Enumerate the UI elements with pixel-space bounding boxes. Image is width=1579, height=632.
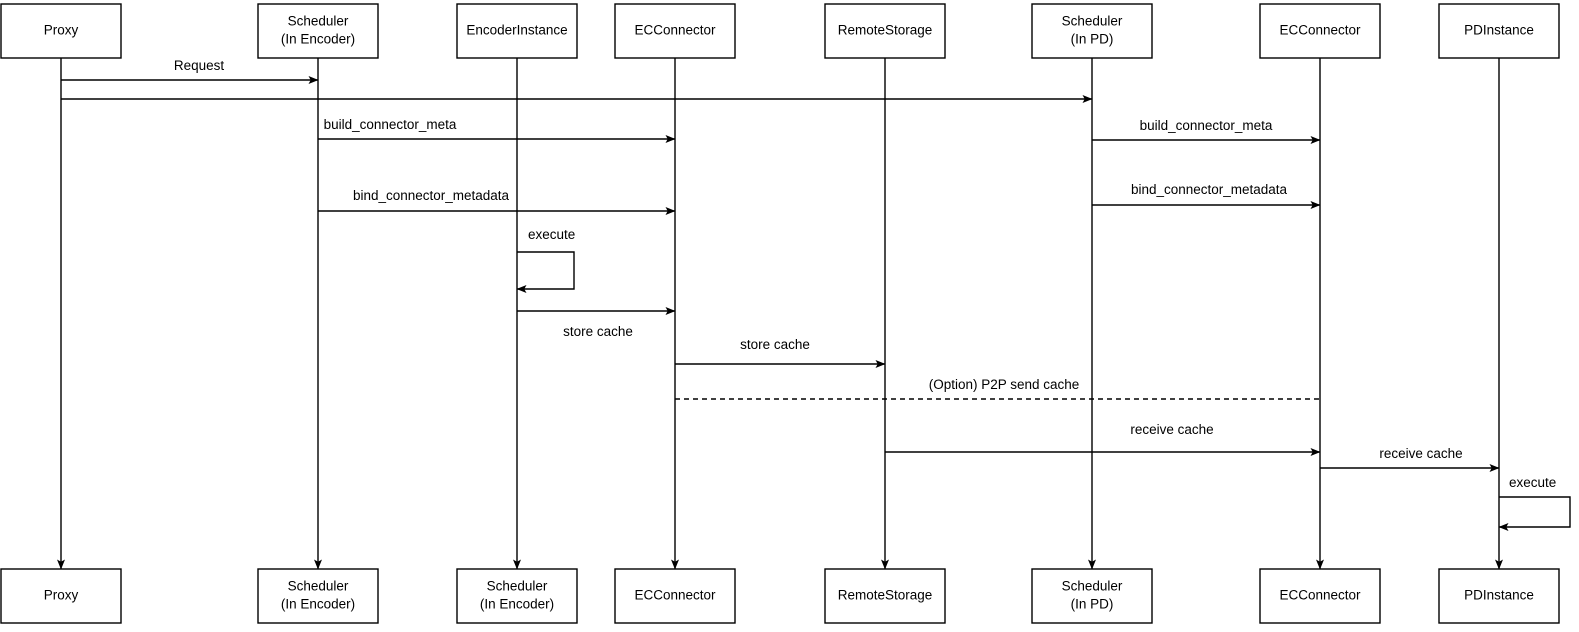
header-label-remotestore: RemoteStorage [838,23,933,38]
footer-box-rect-ecconn_pd [1259,568,1381,624]
messages-group: Request build_connector_meta build_connect… [61,58,1500,472]
message-m5: bind_connector_metadata [318,188,676,215]
message-m8: store cache [675,337,886,368]
footer-box-enc_inst: Scheduler (In Encoder) [456,568,578,624]
self-message-label-s1: execute [528,227,575,242]
message-label-m4: build_connector_meta [1140,118,1273,133]
footer-box-rect-pd_inst [1438,568,1560,624]
self-message-label-s2: execute [1509,475,1556,490]
footer-label-sched_pd: Scheduler [1062,579,1123,594]
footer-label-proxy: Proxy [44,588,79,603]
header-label-pd_inst: PDInstance [1464,23,1534,38]
header-box-enc_inst: EncoderInstance [456,3,578,59]
header-box-pd_inst: PDInstance [1438,3,1560,59]
header-sublabel-sched_pd: (In PD) [1071,32,1114,47]
message-m6: bind_connector_metadata [1092,182,1321,209]
footer-label-enc_inst: Scheduler [487,579,548,594]
header-boxes-group: Proxy Scheduler (In Encoder) EncoderInstanc… [0,3,1560,59]
self-messages-group: execute execute [516,227,1571,531]
self-message-s2: execute [1498,475,1571,531]
footer-sublabel-enc_inst: (In Encoder) [480,597,554,612]
message-label-m1: Request [174,58,225,73]
header-box-ecconn_pd: ECConnector [1259,3,1381,59]
header-box-rect-enc_inst [456,3,578,59]
header-label-proxy: Proxy [44,23,79,38]
header-box-sched_pd: Scheduler (In PD) [1031,3,1153,59]
footer-label-ecconn_enc: ECConnector [634,588,716,603]
message-label-m11: receive cache [1379,446,1462,461]
header-box-ecconn_enc: ECConnector [614,3,736,59]
message-m7: store cache [517,307,676,339]
footer-box-rect-sched_pd [1031,568,1153,624]
header-label-ecconn_enc: ECConnector [634,23,716,38]
header-box-rect-ecconn_enc [614,3,736,59]
message-label-m7: store cache [563,324,633,339]
footer-label-pd_inst: PDInstance [1464,588,1534,603]
footer-box-ecconn_pd: ECConnector [1259,568,1381,624]
header-box-rect-ecconn_pd [1259,3,1381,59]
message-m3: build_connector_meta [318,117,676,143]
message-label-m6: bind_connector_metadata [1131,182,1288,197]
header-box-sched_enc: Scheduler (In Encoder) [257,3,379,59]
header-label-sched_enc: Scheduler [288,14,349,29]
self-message-s1: execute [516,227,575,293]
footer-box-rect-ecconn_enc [614,568,736,624]
footer-box-rect-proxy [0,568,122,624]
footer-label-remotestore: RemoteStorage [838,588,933,603]
header-box-proxy: Proxy [0,3,122,59]
message-m10: receive cache [885,422,1321,456]
footer-box-pd_inst: PDInstance [1438,568,1560,624]
message-label-m5: bind_connector_metadata [353,188,510,203]
header-box-rect-remotestore [824,3,946,59]
footer-box-rect-enc_inst [456,568,578,624]
footer-box-sched_enc: Scheduler (In Encoder) [257,568,379,624]
footer-box-rect-sched_enc [257,568,379,624]
header-label-ecconn_pd: ECConnector [1279,23,1361,38]
header-label-enc_inst: EncoderInstance [466,23,567,38]
message-m1: Request [61,58,319,84]
message-m4: build_connector_meta [1092,118,1321,144]
header-box-rect-proxy [0,3,122,59]
header-box-remotestore: RemoteStorage [824,3,946,59]
footer-label-ecconn_pd: ECConnector [1279,588,1361,603]
footer-box-sched_pd: Scheduler (In PD) [1031,568,1153,624]
footer-box-proxy: Proxy [0,568,122,624]
footer-boxes-group: Proxy Scheduler (In Encoder) Scheduler (In E… [0,568,1560,624]
footer-sublabel-sched_pd: (In PD) [1071,597,1114,612]
message-label-m8: store cache [740,337,810,352]
self-message-path-s1 [516,251,575,293]
footer-label-sched_enc: Scheduler [288,579,349,594]
message-m11: receive cache [1320,446,1500,472]
header-box-rect-sched_enc [257,3,379,59]
footer-box-rect-remotestore [824,568,946,624]
header-label-sched_pd: Scheduler [1062,14,1123,29]
header-sublabel-sched_enc: (In Encoder) [281,32,355,47]
message-m9: (Option) P2P send cache [675,377,1320,400]
footer-box-ecconn_enc: ECConnector [614,568,736,624]
message-label-m10: receive cache [1130,422,1213,437]
message-label-m3: build_connector_meta [324,117,457,132]
message-label-m9: (Option) P2P send cache [929,377,1080,392]
self-message-path-s2 [1498,496,1571,531]
header-box-rect-sched_pd [1031,3,1153,59]
footer-box-remotestore: RemoteStorage [824,568,946,624]
header-box-rect-pd_inst [1438,3,1560,59]
lifeline-stems-group [57,58,1503,570]
footer-sublabel-sched_enc: (In Encoder) [281,597,355,612]
